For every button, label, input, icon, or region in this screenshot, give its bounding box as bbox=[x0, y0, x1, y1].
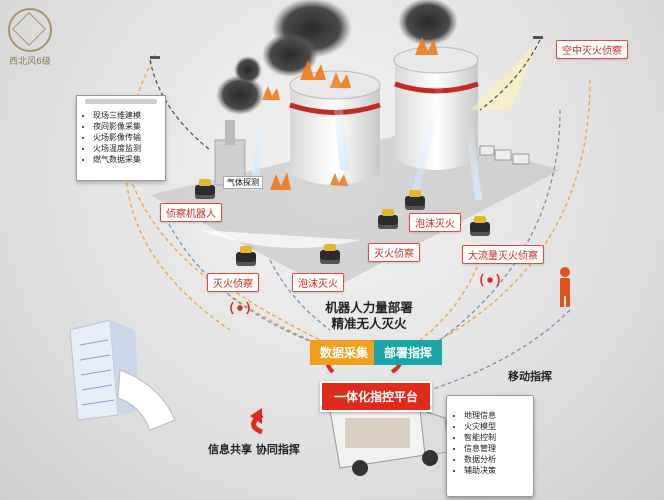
fire-recon-left-label: 灭火侦察 bbox=[207, 273, 259, 292]
integrated-platform-box: 一体化指控平台 bbox=[320, 381, 433, 412]
robot-icon bbox=[320, 244, 340, 264]
aerial-recon-label: 空中灭火侦察 bbox=[556, 40, 628, 59]
firefighter-illustration bbox=[560, 267, 570, 307]
fire-recon-center-label: 灭火侦察 bbox=[368, 243, 420, 262]
headline-line1: 机器人力量部署 bbox=[325, 300, 413, 315]
list-item: 火场温度监测 bbox=[93, 143, 159, 154]
robot-icon bbox=[405, 190, 425, 210]
deploy-command-box: 部署指挥 bbox=[374, 340, 443, 365]
robot-icon bbox=[195, 179, 215, 199]
list-item: 夜间影像采集 bbox=[93, 121, 159, 132]
data-collect-box: 数据采集 bbox=[310, 340, 379, 365]
command-functions-panel: 地理信息 火灾模型 智能控制 信息管理 数据分析 辅助决策 bbox=[446, 395, 534, 497]
foam-left-label: 泡沫灭火 bbox=[292, 273, 344, 292]
list-item: 火场影像传输 bbox=[93, 132, 159, 143]
list-item: 地理信息 bbox=[464, 410, 527, 421]
list-item: 燃气数据采集 bbox=[93, 154, 159, 165]
foam-right-label: 泡沫灭火 bbox=[409, 213, 461, 232]
compass-icon bbox=[8, 8, 52, 52]
share-coordinate-caption: 信息共享 协同指挥 bbox=[208, 443, 300, 456]
building-illustration bbox=[69, 319, 176, 431]
robot-icon bbox=[236, 246, 256, 266]
list-item: 智能控制 bbox=[464, 432, 527, 443]
gas-detect-label: 气体探测 bbox=[223, 176, 263, 189]
deployment-headline: 机器人力量部署 精准无人灭火 bbox=[314, 300, 424, 332]
logo-text: 西北风6级 bbox=[9, 57, 51, 67]
recon-robot-label: 侦察机器人 bbox=[160, 203, 222, 222]
mobile-command-caption: 移动指挥 bbox=[508, 370, 552, 383]
list-item: 现场三维建模 bbox=[93, 110, 159, 121]
list-item: 辅助决策 bbox=[464, 465, 527, 476]
headline-line2: 精准无人灭火 bbox=[331, 316, 407, 331]
list-item: 火灾模型 bbox=[464, 421, 527, 432]
robot-icon bbox=[470, 216, 490, 236]
high-flow-label: 大流量灭火侦察 bbox=[462, 245, 544, 264]
sensor-capabilities-card: 现场三维建模 夜间影像采集 火场影像传输 火场温度监测 燃气数据采集 bbox=[76, 95, 166, 181]
list-item: 数据分析 bbox=[464, 454, 527, 465]
list-item: 信息管理 bbox=[464, 443, 527, 454]
logo: 西北风6级 bbox=[6, 8, 54, 72]
command-vehicle-illustration bbox=[329, 394, 449, 476]
signal-icon bbox=[230, 273, 500, 315]
robot-icon bbox=[378, 209, 398, 229]
